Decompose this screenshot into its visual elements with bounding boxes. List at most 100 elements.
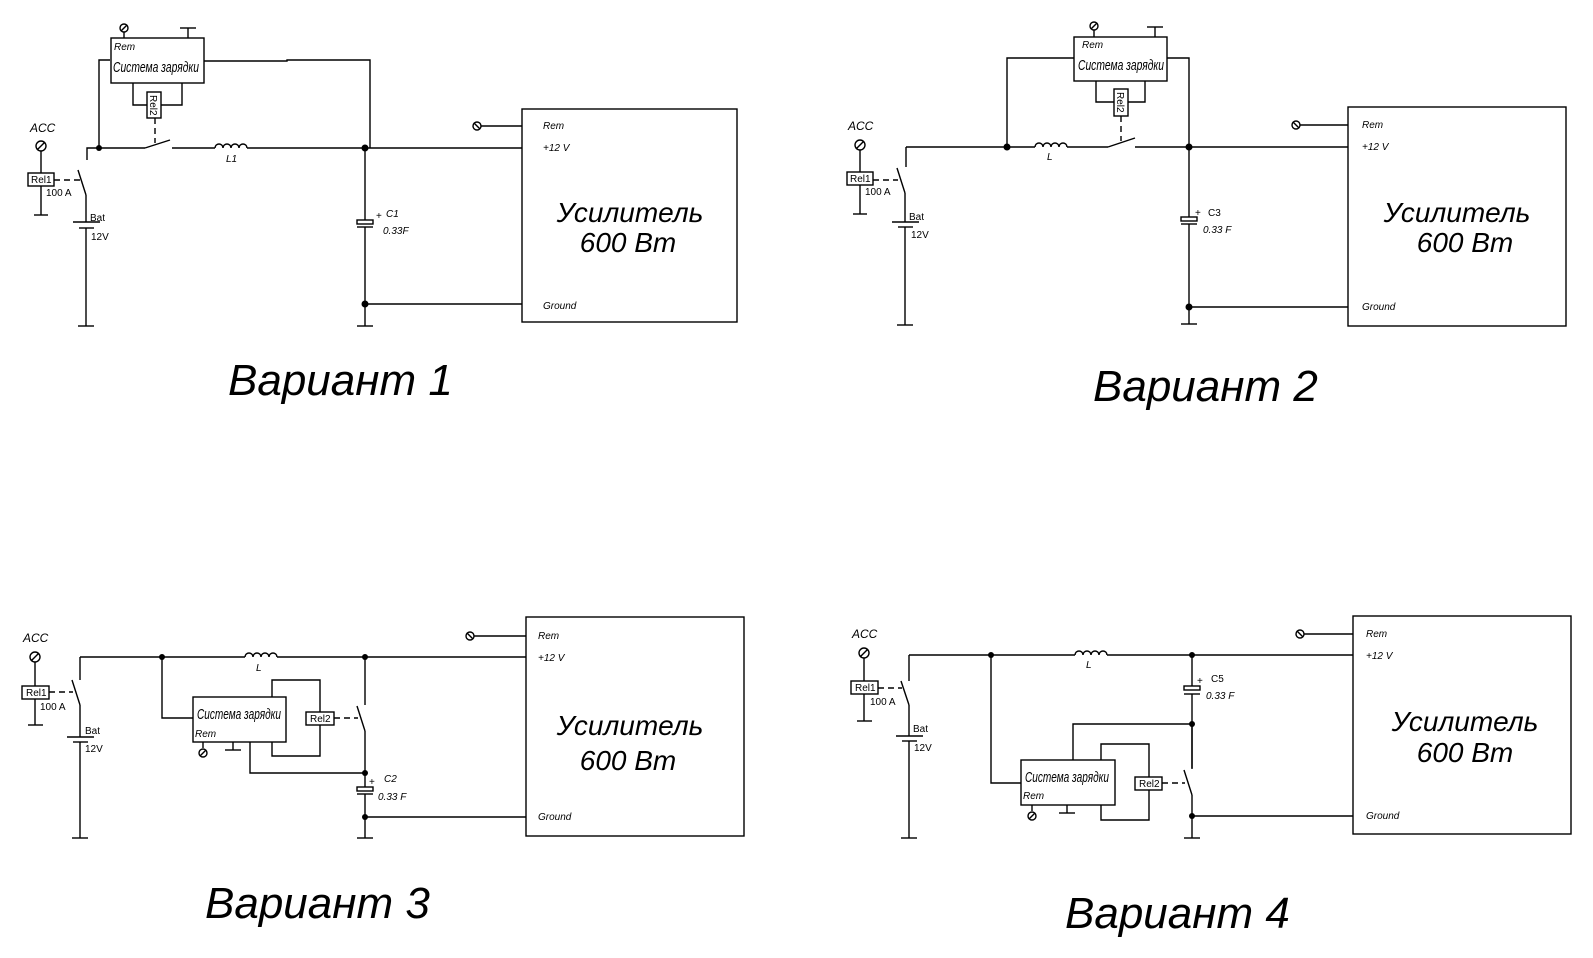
charging-system-label: Система зарядки — [113, 59, 199, 76]
charging-system-box — [1020, 759, 1116, 806]
relay1-switch — [900, 680, 910, 706]
relay1-rating: 100 A — [46, 188, 72, 199]
capacitor-icon — [356, 786, 374, 792]
relay1-label: Rel1 — [26, 688, 47, 699]
variant-1-schematic: ACC Rel1 100 A Bat 12V L1 Rem Систе — [27, 23, 738, 405]
rem-terminal-icon — [198, 748, 208, 758]
acc-label: ACC — [22, 631, 49, 645]
capacitor-value: 0.33 F — [1203, 225, 1232, 236]
relay2-switch — [356, 705, 366, 732]
relay2-switch — [1183, 769, 1193, 796]
relay1-rating: 100 A — [870, 697, 896, 708]
amp-rem-terminal-icon — [465, 631, 475, 641]
capacitor-value: 0.33 F — [1206, 691, 1235, 702]
capacitor-value: 0.33 F — [378, 792, 407, 803]
relay1-rating: 100 A — [40, 702, 66, 713]
relay1-rating: 100 A — [865, 187, 891, 198]
amplifier-box — [1352, 615, 1572, 835]
charging-system-box — [1073, 36, 1168, 82]
capacitor-label: C5 — [1211, 674, 1224, 685]
battery-voltage: 12V — [914, 743, 932, 754]
relay2-switch — [144, 139, 171, 149]
inductor-icon — [244, 652, 278, 658]
battery-label: Bat — [913, 724, 928, 735]
inductor-icon — [1034, 142, 1068, 148]
relay1-label: Rel1 — [850, 174, 871, 185]
inductor-label: L — [1086, 660, 1092, 671]
amp-title: Усилитель — [556, 710, 704, 741]
charging-system-box — [192, 696, 287, 743]
variant-title: Вариант 2 — [1093, 362, 1318, 411]
amp-power: 600 Вт — [580, 227, 677, 258]
relay2-label: Rel2 — [147, 95, 158, 116]
inductor-label: L — [256, 663, 262, 674]
amp-ground-label: Ground — [1362, 302, 1396, 313]
capacitor-icon — [1180, 216, 1198, 222]
capacitor-icon — [1183, 685, 1201, 691]
battery-voltage: 12V — [91, 232, 109, 243]
amp-plus12-label: +12 V — [543, 143, 571, 154]
amp-plus12-label: +12 V — [1362, 142, 1390, 153]
amp-rem-terminal-icon — [1295, 629, 1305, 639]
amp-ground-label: Ground — [1366, 811, 1400, 822]
amp-rem-label: Rem — [1362, 120, 1383, 131]
acc-terminal-icon — [29, 651, 41, 663]
variant-title: Вариант 4 — [1065, 889, 1290, 938]
relay2-coil — [146, 91, 162, 119]
charging-system-rem: Rem — [114, 42, 135, 53]
capacitor-label: C3 — [1208, 208, 1221, 219]
amp-power: 600 Вт — [580, 745, 677, 776]
inductor-icon — [214, 143, 248, 149]
amp-rem-terminal-icon — [472, 121, 482, 131]
rem-terminal-icon — [1027, 811, 1037, 821]
amp-plus12-label: +12 V — [1366, 651, 1394, 662]
amp-rem-label: Rem — [538, 631, 559, 642]
charging-system-label: Система зарядки — [1025, 769, 1109, 786]
charging-system-rem: Rem — [195, 729, 216, 740]
acc-terminal-icon — [858, 647, 870, 659]
variant-4-schematic: ACC Rel1 100 A Bat 12V L + C5 0.33 F — [850, 615, 1572, 938]
svg-text:+: + — [369, 777, 375, 788]
inductor-icon — [1074, 650, 1108, 656]
relay1-switch — [71, 679, 81, 706]
relay1-label: Rel1 — [31, 175, 52, 186]
amp-ground-label: Ground — [538, 812, 572, 823]
amp-title: Усилитель — [1383, 197, 1531, 228]
battery-voltage: 12V — [911, 230, 929, 241]
svg-text:+: + — [1197, 676, 1203, 687]
amp-rem-label: Rem — [543, 121, 564, 132]
amplifier-box — [1347, 106, 1567, 327]
relay2-label: Rel2 — [310, 714, 331, 725]
amp-rem-terminal-icon — [1291, 120, 1301, 130]
amp-ground-label: Ground — [543, 301, 577, 312]
variant-title: Вариант 1 — [228, 356, 453, 405]
capacitor-label: C2 — [384, 774, 397, 785]
amp-title: Усилитель — [556, 197, 704, 228]
variant-title: Вариант 3 — [205, 879, 430, 928]
battery-voltage: 12V — [85, 744, 103, 755]
inductor-label: L — [1047, 152, 1053, 163]
svg-text:+: + — [376, 211, 382, 222]
amplifier-box — [521, 108, 738, 323]
amp-plus12-label: +12 V — [538, 653, 566, 664]
capacitor-icon — [356, 219, 374, 225]
battery-label: Bat — [909, 212, 924, 223]
variant-3-schematic: ACC Rel1 100 A Bat 12V L Система зарядки… — [21, 616, 745, 928]
relay2-label: Rel2 — [1139, 779, 1160, 790]
charging-system-label: Система зарядки — [1078, 57, 1164, 74]
acc-label: ACC — [851, 627, 878, 641]
relay1-switch — [77, 169, 87, 196]
acc-label: ACC — [847, 119, 874, 133]
acc-terminal-icon — [854, 139, 866, 151]
relay2-label: Rel2 — [1114, 92, 1125, 113]
battery-label: Bat — [85, 726, 100, 737]
acc-terminal-icon — [35, 140, 47, 152]
amp-rem-label: Rem — [1366, 629, 1387, 640]
relay1-label: Rel1 — [855, 683, 876, 694]
rem-terminal-icon — [1089, 21, 1099, 31]
amp-power: 600 Вт — [1417, 227, 1514, 258]
svg-text:+: + — [1195, 208, 1201, 219]
charging-system-label: Система зарядки — [197, 706, 281, 723]
charging-system-rem: Rem — [1023, 791, 1044, 802]
